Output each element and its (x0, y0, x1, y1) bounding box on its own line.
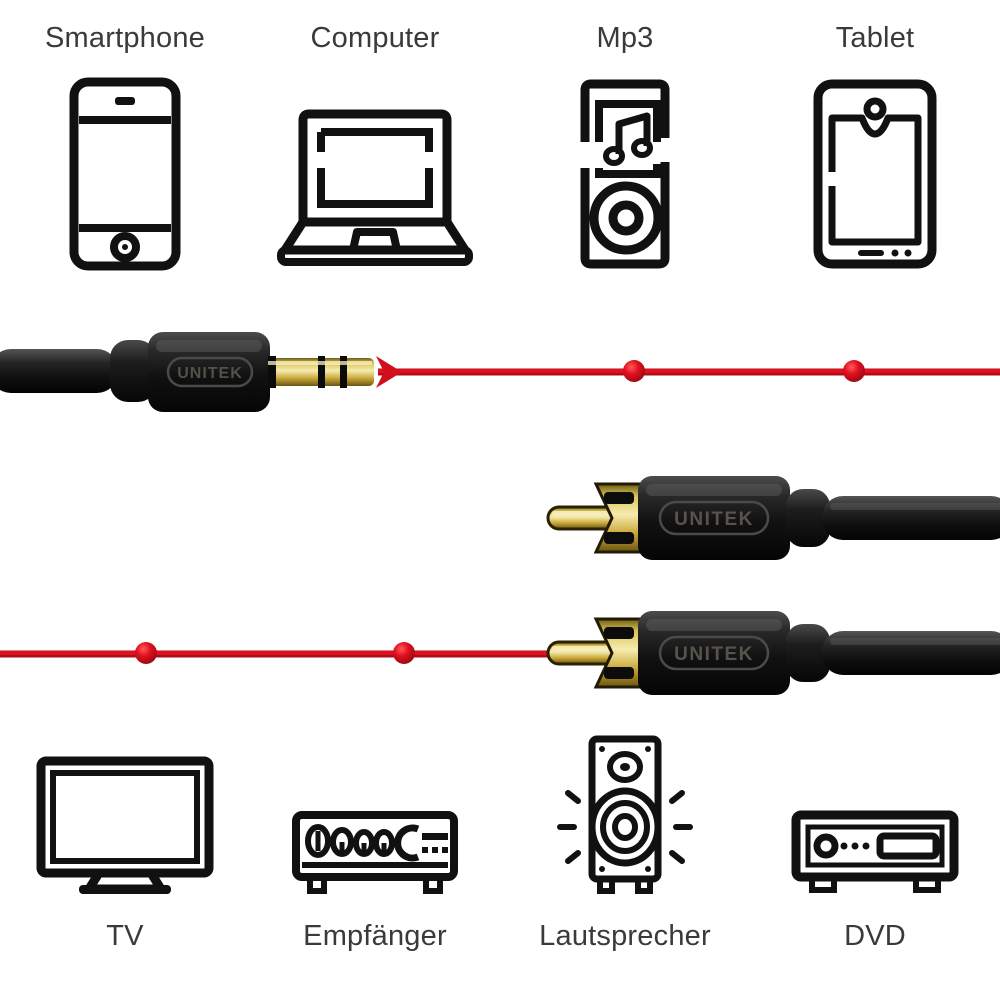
cable-segment (822, 631, 1000, 675)
strain-relief (786, 489, 830, 547)
tablet-icon (813, 79, 937, 269)
device-icon-cell-dvd (750, 809, 1000, 895)
signal-marker (843, 360, 865, 382)
signal-marker (393, 642, 415, 664)
brand-badge-rca-bottom: UNITEK (658, 635, 770, 671)
device-icon-cell-smartphone (0, 76, 250, 272)
device-icon-cell-computer (250, 104, 500, 272)
tv-icon (36, 756, 214, 894)
rca-ground-collar (593, 617, 642, 689)
cable-segment (0, 349, 118, 393)
connector-barrel (638, 476, 790, 560)
signal-marker (135, 642, 157, 664)
jack-connector-35mm: UNITEK (0, 332, 374, 412)
mp3-player-icon (580, 79, 670, 269)
output-device-icons (0, 735, 1000, 895)
signal-path-lower (0, 642, 560, 664)
receiver-icon (292, 811, 458, 894)
rca-connector-bottom: UNITEK (546, 611, 1000, 695)
smartphone-icon (69, 77, 181, 271)
rca-ground-collar (593, 482, 642, 554)
device-icon-cell-speaker (500, 735, 750, 895)
speaker-icon (557, 735, 693, 894)
device-icon-cell-tv (0, 755, 250, 895)
device-icon-cell-mp3 (500, 76, 750, 272)
signal-marker (623, 360, 645, 382)
strain-relief (786, 624, 830, 682)
laptop-icon (277, 109, 473, 266)
brand-badge-rca-top: UNITEK (658, 500, 770, 536)
device-icon-cell-receiver (250, 809, 500, 895)
dvd-player-icon (791, 810, 959, 893)
brand-text: UNITEK (674, 509, 754, 530)
cable-segment (822, 496, 1000, 540)
source-device-icons (0, 72, 1000, 272)
signal-path-upper (376, 356, 1000, 388)
strain-relief (110, 340, 156, 402)
brand-badge-jack: UNITEK (166, 356, 254, 388)
device-icon-cell-tablet (750, 76, 1000, 272)
connector-barrel (638, 611, 790, 695)
brand-text: UNITEK (674, 644, 754, 665)
rca-connector-top: UNITEK (546, 476, 1000, 560)
jack-gold-contacts (268, 356, 374, 388)
brand-text: UNITEK (177, 365, 243, 382)
